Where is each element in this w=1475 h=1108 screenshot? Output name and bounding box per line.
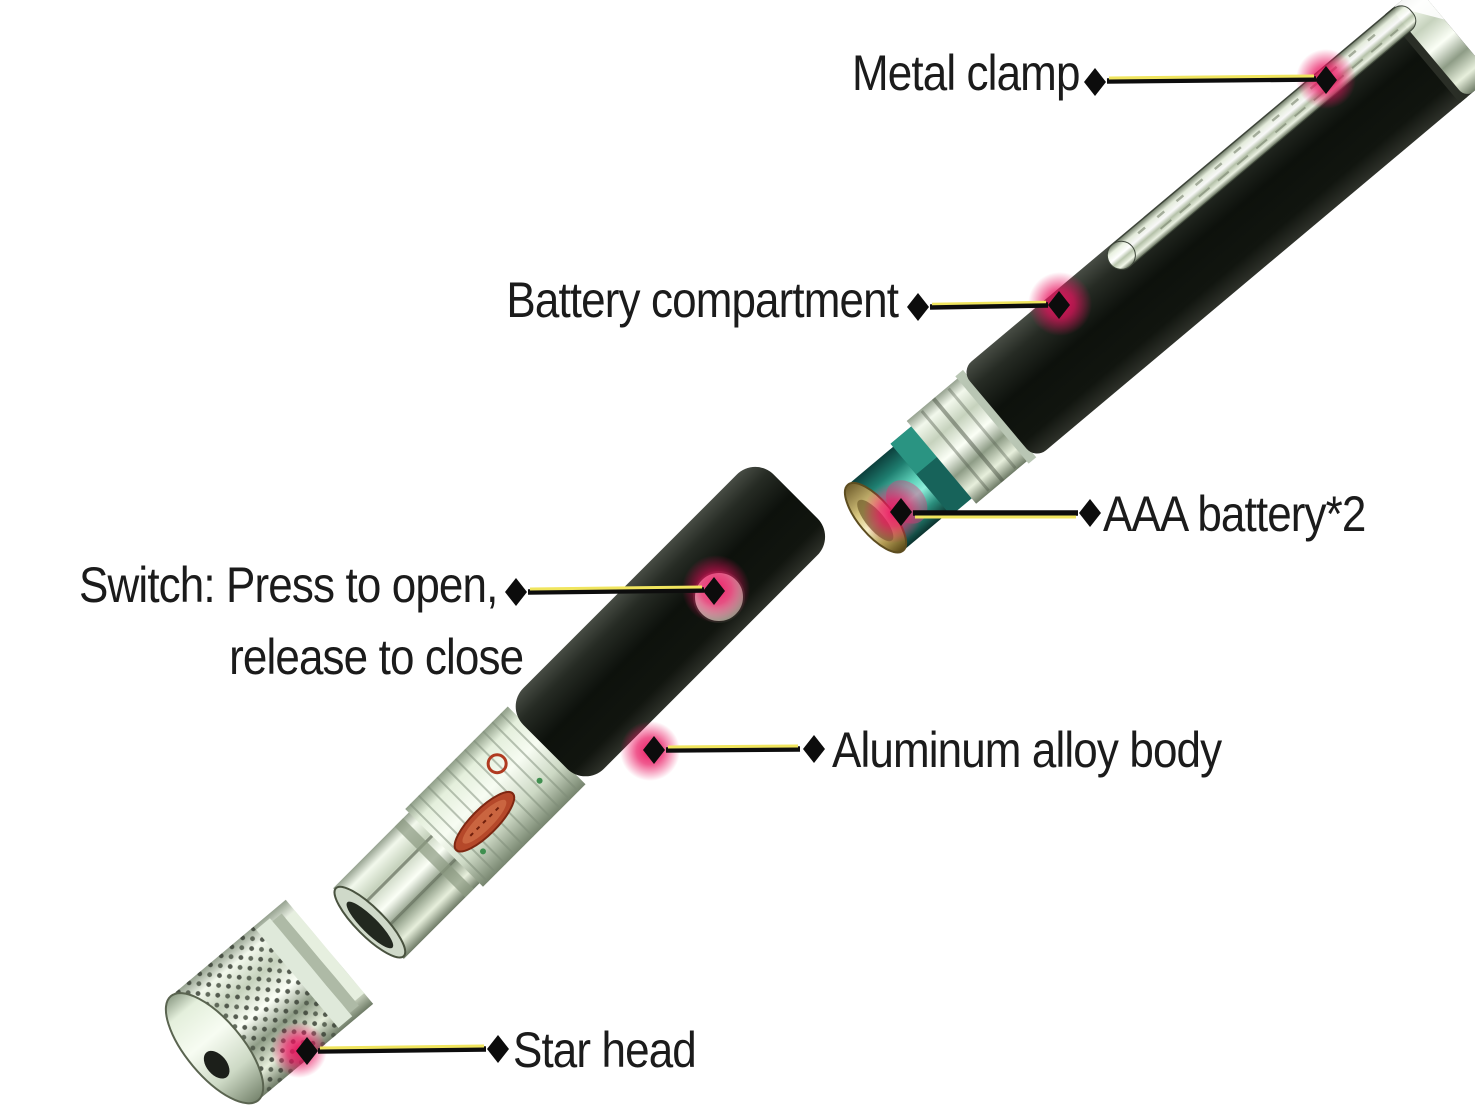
callout-diamond-markers: [296, 66, 1337, 1065]
callout-label-switch-line1: Switch: Press to open,: [78, 557, 498, 613]
star-head-aperture: [203, 1050, 230, 1079]
diamond-marker: [703, 577, 725, 605]
callout-label-battery-compartment: Battery compartment: [506, 272, 899, 328]
laser-module-label: [405, 706, 586, 887]
diamond-marker: [803, 735, 825, 763]
diamond-marker: [1048, 291, 1070, 319]
callout-label-switch-line2: release to close: [228, 629, 524, 685]
diamond-marker: [1079, 499, 1101, 527]
callout-label-star-head: Star head: [513, 1022, 697, 1078]
pen-middle-body: [333, 466, 826, 959]
end-cap: [1395, 0, 1475, 94]
diamond-marker: [890, 498, 912, 526]
diamond-marker: [505, 578, 527, 606]
diamond-marker: [487, 1035, 509, 1063]
callout-label-metal-clamp: Metal clamp: [852, 45, 1080, 101]
callout-label-aaa-battery: AAA battery*2: [1103, 486, 1366, 542]
diamond-marker: [1084, 68, 1106, 96]
diamond-marker: [1315, 66, 1337, 94]
callout-label-aluminum-body: Aluminum alloy body: [832, 722, 1222, 778]
star-head-cap: [164, 899, 374, 1105]
diamond-marker: [296, 1037, 318, 1065]
diamond-marker: [643, 736, 665, 764]
aluminum-alloy-barrel: [515, 466, 826, 777]
diamond-marker: [907, 293, 929, 321]
callout-leader-lines: [317, 74, 1317, 1054]
upper-barrel: [966, 0, 1475, 454]
